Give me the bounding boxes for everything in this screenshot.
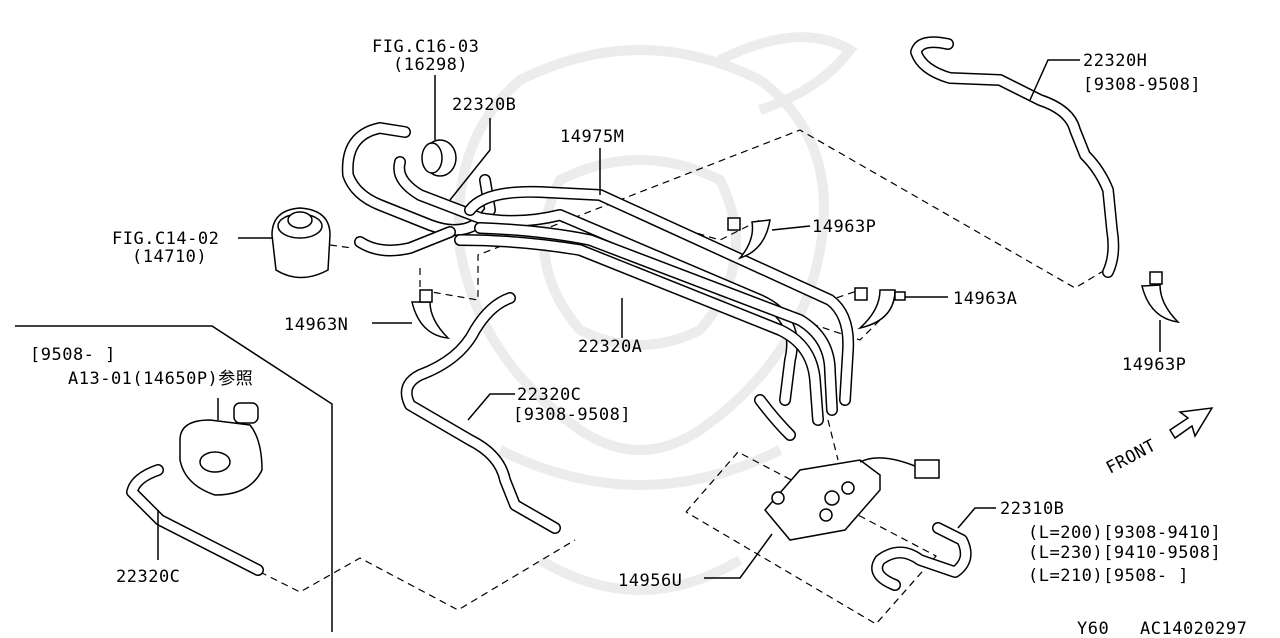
clamp-14963a xyxy=(854,287,906,330)
label-l210: (L=210)[9508- ] xyxy=(1028,566,1189,586)
valve-14710 xyxy=(271,207,331,279)
label-14963a: 14963A xyxy=(953,289,1017,309)
clamp-14963n xyxy=(411,289,451,339)
label-fig-c16-03: FIG.C16-03 xyxy=(372,37,479,57)
front-arrow-icon xyxy=(1168,407,1214,440)
label-14956u: 14956U xyxy=(618,571,682,591)
label-fig-c16-03-sub: (16298) xyxy=(393,55,468,75)
leader-lines xyxy=(157,59,1161,579)
label-front: FRONT xyxy=(1103,436,1160,479)
clamp-14963p-right xyxy=(1141,271,1181,324)
label-fig-c14-02-sub: (14710) xyxy=(132,247,207,267)
clamp-14963p-top xyxy=(727,217,771,260)
label-14963p-right: 14963P xyxy=(1122,355,1186,375)
label-l200: (L=200)[9308-9410] xyxy=(1028,523,1221,543)
footer-code: AC14020297 xyxy=(1140,619,1247,638)
label-22310b: 22310B xyxy=(1000,499,1064,519)
label-22320c-left: 22320C xyxy=(116,567,180,587)
canister-16298 xyxy=(421,139,457,177)
label-14963n: 14963N xyxy=(284,315,348,335)
label-l230: (L=230)[9410-9508] xyxy=(1028,543,1221,563)
label-fig-c14-02: FIG.C14-02 xyxy=(112,229,219,249)
label-22320c-mid: 22320C xyxy=(517,385,581,405)
solenoid-valve-14956u xyxy=(764,459,940,541)
hose-22320b xyxy=(341,122,496,257)
watermark-logo xyxy=(453,32,858,595)
label-ref-a13-01: A13-01(14650P)参照 xyxy=(68,369,253,389)
label-14975m: 14975M xyxy=(560,127,624,147)
section-frame xyxy=(15,325,333,632)
solenoid-wire xyxy=(859,457,916,467)
hose-22320h xyxy=(910,36,1120,278)
label-14963p-top: 14963P xyxy=(812,217,876,237)
hose-22320c-mid xyxy=(400,292,561,534)
label-22320a: 22320A xyxy=(578,337,642,357)
vacuum-pump-14650p xyxy=(179,402,263,496)
hose-22310b xyxy=(871,522,972,591)
footer-model: Y60 xyxy=(1077,619,1109,638)
label-22320h-range: [9308-9508] xyxy=(1083,75,1201,95)
label-22320c-mid-range: [9308-9508] xyxy=(513,405,631,425)
hose-22320a xyxy=(454,222,838,441)
label-22320h: 22320H xyxy=(1083,51,1147,71)
hose-22320c-left xyxy=(126,464,264,576)
label-22320b: 22320B xyxy=(452,95,516,115)
label-range-9508: [9508- ] xyxy=(30,345,116,365)
